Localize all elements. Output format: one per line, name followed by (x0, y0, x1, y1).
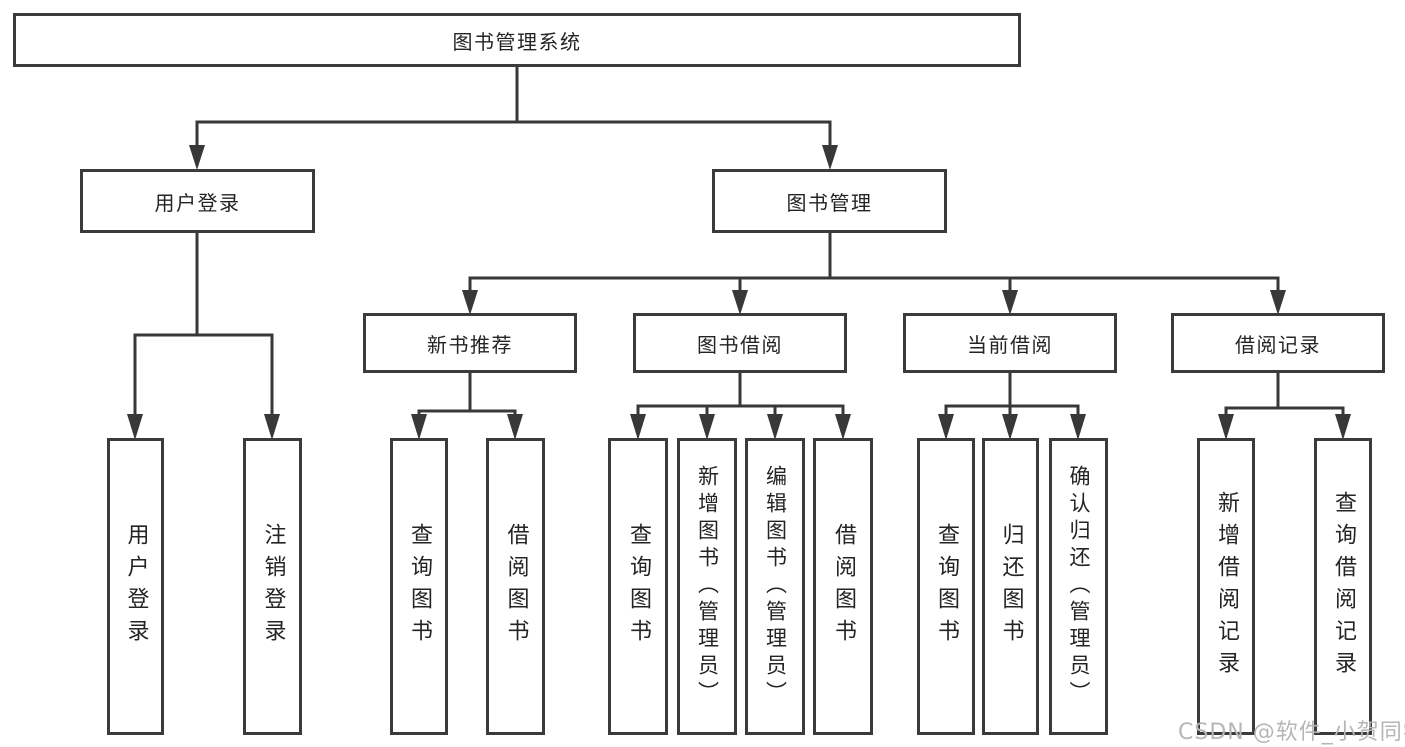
connector-new-book-children (411, 371, 523, 440)
node-borrowing-records: 借阅记录 (1171, 313, 1385, 373)
arrow-down-icon (1002, 290, 1018, 315)
arrow-down-icon (1218, 414, 1234, 440)
node-current-borrowing: 当前借阅 (903, 313, 1117, 373)
arrow-down-icon (699, 414, 715, 440)
node-book-borrowing: 图书借阅 (633, 313, 847, 373)
node-new-book-recommend: 新书推荐 (363, 313, 577, 373)
leaf-label: 查询图书 (407, 522, 432, 651)
leaf-label: 查询图书 (626, 522, 651, 651)
leaf-logout: 注销登录 (243, 438, 302, 735)
connector-user-login-children (127, 231, 280, 440)
arrow-down-icon (1002, 414, 1018, 440)
leaf-add-book-admin: 新增图书（管理员） (677, 438, 737, 735)
leaf-add-borrow-record: 新增借阅记录 (1197, 438, 1255, 735)
arrow-down-icon (1070, 414, 1086, 440)
arrow-down-icon (189, 145, 205, 170)
arrow-down-icon (1335, 414, 1351, 440)
leaf-query-books-borrowing: 查询图书 (608, 438, 668, 735)
arrow-down-icon (264, 414, 280, 440)
leaf-borrow-books-borrowing: 借阅图书 (813, 438, 873, 735)
arrow-down-icon (462, 290, 478, 315)
leaf-label: 编辑图书（管理员） (763, 465, 788, 708)
leaf-label: 注销登录 (260, 522, 286, 651)
arrow-down-icon (507, 414, 523, 440)
node-book-management: 图书管理 (712, 169, 947, 233)
leaf-query-books-recommend: 查询图书 (390, 438, 448, 735)
arrow-down-icon (630, 414, 646, 440)
watermark: CSDN @软件_小贺同学 (1178, 720, 1405, 745)
connector-borrowing-records-children (1218, 371, 1351, 440)
arrow-down-icon (835, 414, 851, 440)
connector-book-management-children (462, 231, 1286, 315)
leaf-label: 用户登录 (123, 522, 149, 651)
leaf-label: 归还图书 (998, 522, 1024, 651)
leaf-user-login: 用户登录 (107, 438, 164, 735)
leaf-label: 新增借阅记录 (1214, 490, 1239, 683)
arrow-down-icon (411, 414, 427, 440)
node-user-login: 用户登录 (80, 169, 315, 233)
connector-root-children (189, 65, 838, 170)
leaf-query-borrow-record: 查询借阅记录 (1314, 438, 1372, 735)
leaf-edit-book-admin: 编辑图书（管理员） (745, 438, 805, 735)
arrow-down-icon (822, 145, 838, 170)
connector-current-borrowing-children (938, 371, 1086, 440)
arrow-down-icon (732, 290, 748, 315)
arrow-down-icon (767, 414, 783, 440)
leaf-borrow-books-recommend: 借阅图书 (486, 438, 545, 735)
leaf-label: 确认归还（管理员） (1067, 465, 1091, 708)
leaf-query-books-current: 查询图书 (917, 438, 975, 735)
leaf-label: 借阅图书 (503, 522, 529, 651)
arrow-down-icon (1270, 290, 1286, 315)
leaf-return-books: 归还图书 (982, 438, 1039, 735)
leaf-label: 借阅图书 (831, 522, 856, 651)
leaf-label: 查询图书 (934, 522, 959, 651)
connector-book-borrowing-children (630, 371, 851, 440)
arrow-down-icon (127, 414, 143, 440)
node-root: 图书管理系统 (13, 13, 1021, 67)
leaf-label: 查询借阅记录 (1331, 490, 1356, 683)
arrow-down-icon (938, 414, 954, 440)
leaf-label: 新增图书（管理员） (695, 465, 720, 708)
leaf-confirm-return-admin: 确认归还（管理员） (1049, 438, 1108, 735)
